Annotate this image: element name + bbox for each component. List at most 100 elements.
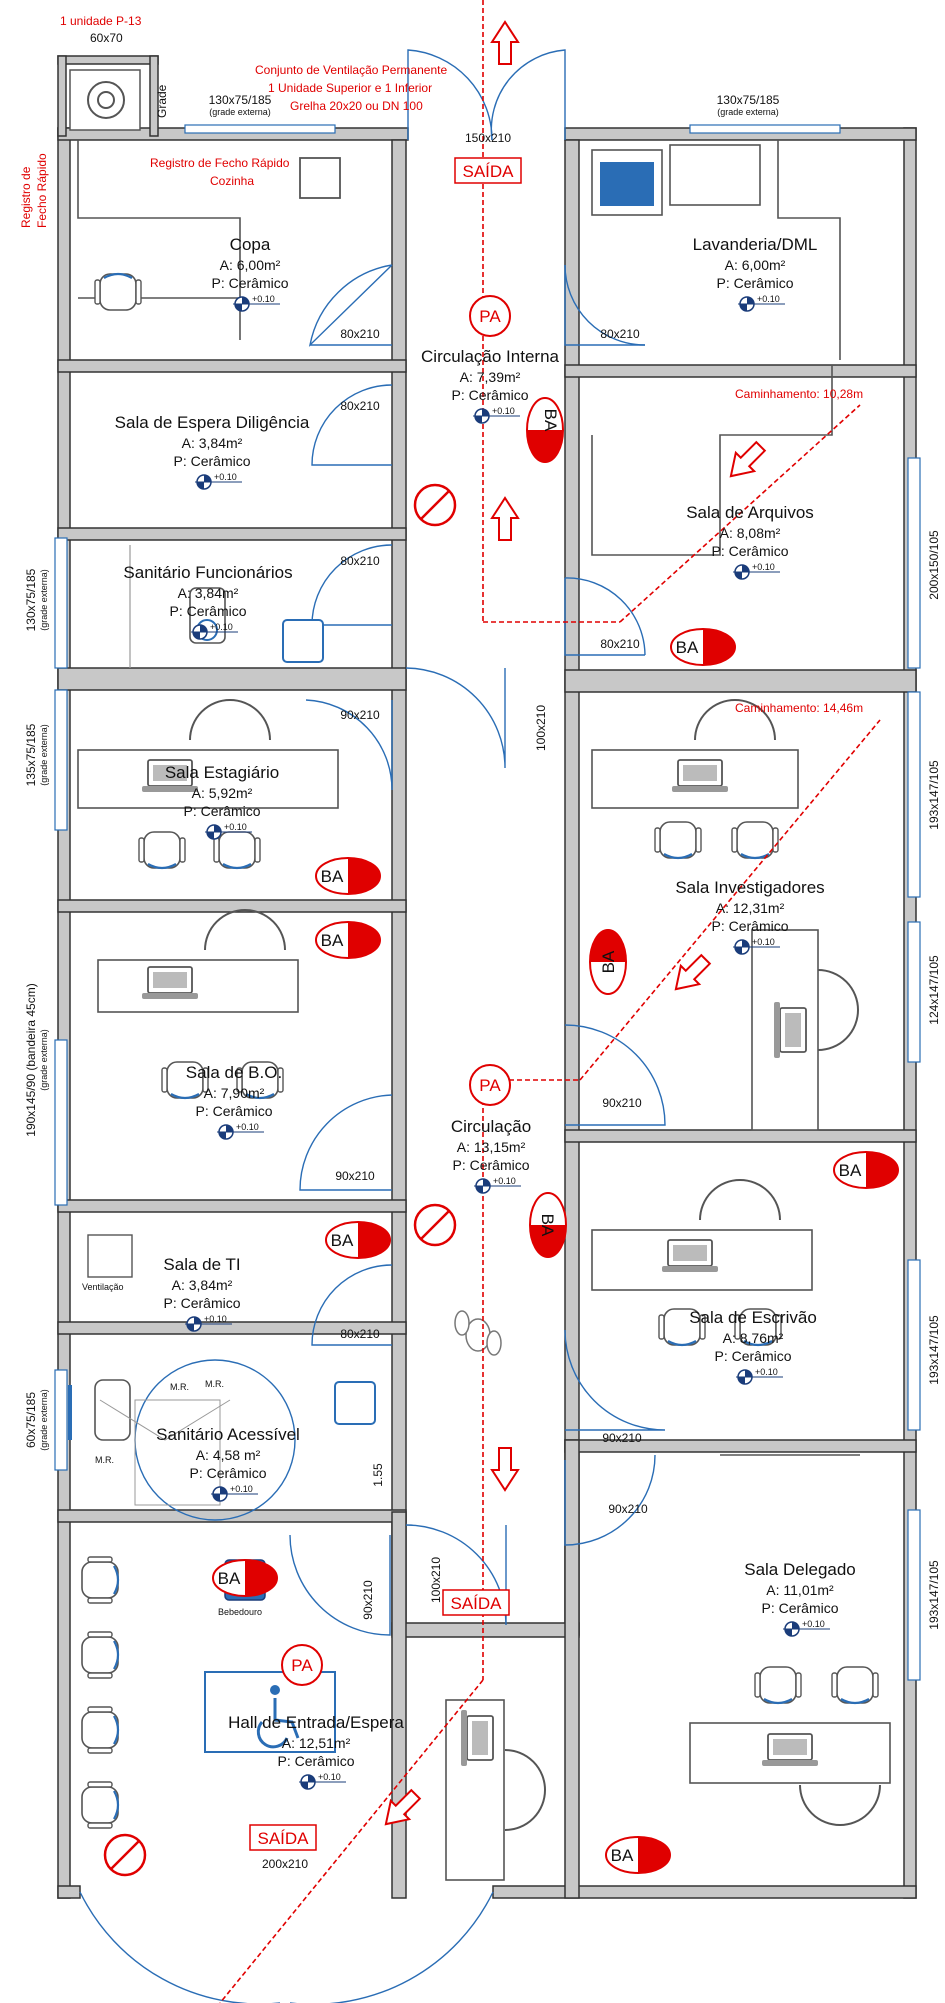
room-circ_interna-floor: P: Cerâmico	[451, 387, 528, 403]
room-bo-name: Sala de B.O.	[186, 1063, 282, 1082]
room-bo-floor: P: Cerâmico	[195, 1103, 272, 1119]
room-delegado-area: A: 11,01m²	[766, 1582, 834, 1598]
room-hall-area: A: 12,51m²	[282, 1735, 351, 1751]
win-arquivos: 200x150/105	[927, 530, 941, 600]
pa-label-3: PA	[291, 1656, 313, 1675]
exit-bottom: SAÍDA	[257, 1829, 309, 1848]
room-circulacao-name: Circulação	[451, 1117, 531, 1136]
top-notes: 1 unidade P-13 60x70 Grade Conjunto de V…	[19, 14, 447, 228]
door-bo: 90x210	[335, 1169, 375, 1183]
ba-label-5: BA	[599, 950, 618, 973]
ba-label-2: BA	[676, 638, 699, 657]
win-lav-sub: (grade externa)	[717, 107, 779, 117]
pa-label-2: PA	[479, 1076, 501, 1095]
furniture	[68, 69, 891, 1881]
vent-line3: Grelha 20x20 ou DN 100	[290, 99, 423, 113]
door-lav: 80x210	[600, 327, 640, 341]
win-investigadores-a: 193x147/105	[927, 760, 941, 830]
room-hall-name: Hall de Entrada/Espera	[228, 1713, 404, 1732]
room-lavanderia-level: +0.10	[757, 294, 780, 304]
room-estagiario-area: A: 5,92m²	[192, 785, 253, 801]
door-copa: 80x210	[340, 327, 380, 341]
room-circulacao-floor: P: Cerâmico	[452, 1157, 529, 1173]
room-copa-area: A: 6,00m²	[220, 257, 281, 273]
door-estagiario: 90x210	[340, 708, 380, 722]
room-investigadores-level: +0.10	[752, 937, 775, 947]
vent-line1: Conjunto de Ventilação Permanente	[255, 63, 447, 77]
win-sanit-func-sub: (grade externa)	[39, 569, 49, 631]
room-copa-level: +0.10	[252, 294, 275, 304]
door-espera: 80x210	[340, 399, 380, 413]
ba-label-1: BA	[541, 409, 560, 432]
room-acessivel-name: Sanitário Acessível	[156, 1425, 300, 1444]
door-ti: 80x210	[340, 1327, 380, 1341]
door-hall-inner: 100x210	[429, 1557, 443, 1603]
exit-top-size: 150x210	[465, 131, 511, 145]
door-arquivos: 80x210	[600, 637, 640, 651]
bebedouro-label: Bebedouro	[218, 1607, 262, 1617]
room-copa-name: Copa	[230, 235, 271, 254]
room-sanit_func-level: +0.10	[210, 622, 233, 632]
room-arquivos-floor: P: Cerâmico	[711, 543, 788, 559]
win-bo-sub: (grade externa)	[39, 1029, 49, 1091]
win-sanit-func: 130x75/185	[24, 568, 38, 631]
room-espera_dil-area: A: 3,84m²	[182, 435, 243, 451]
vent-line2: 1 Unidade Superior e 1 Inferior	[268, 81, 432, 95]
room-circulacao-area: A: 13,15m²	[457, 1139, 526, 1155]
win-acessivel-sub: (grade externa)	[39, 1389, 49, 1451]
room-sanit_func-name: Sanitário Funcionários	[123, 563, 292, 582]
room-escrivao-area: A: 8,76m²	[723, 1330, 784, 1346]
win-copa-sub: (grade externa)	[209, 107, 271, 117]
gas-size: 60x70	[90, 31, 123, 45]
room-espera_dil-name: Sala de Espera Diligência	[115, 413, 310, 432]
exit-middle: SAÍDA	[450, 1594, 502, 1613]
door-corridor-side: 100x210	[534, 705, 548, 751]
room-ti-floor: P: Cerâmico	[163, 1295, 240, 1311]
room-delegado-level: +0.10	[802, 1619, 825, 1629]
room-estagiario-name: Sala Estagiário	[165, 763, 279, 782]
room-arquivos-name: Sala de Arquivos	[686, 503, 814, 522]
mr-label-3: M.R.	[205, 1379, 224, 1389]
door-acessivel: 90x210	[361, 1580, 375, 1620]
room-ti-name: Sala de TI	[163, 1255, 240, 1274]
door-delegado: 90x210	[608, 1502, 648, 1516]
ba-label-4: BA	[321, 931, 344, 950]
room-estagiario-floor: P: Cerâmico	[183, 803, 260, 819]
registro-kitchen-line2: Cozinha	[210, 174, 254, 188]
room-espera_dil-floor: P: Cerâmico	[173, 453, 250, 469]
room-hall-level: +0.10	[318, 1772, 341, 1782]
door-escrivao: 90x210	[602, 1431, 642, 1445]
room-acessivel-floor: P: Cerâmico	[189, 1465, 266, 1481]
wall-height: 1.55	[371, 1463, 385, 1487]
room-investigadores-area: A: 12,31m²	[716, 900, 785, 916]
emergency-symbols	[103, 0, 881, 2003]
room-bo-area: A: 7,90m²	[204, 1085, 265, 1101]
win-escrivao: 193x147/105	[927, 1315, 941, 1385]
room-acessivel-area: A: 4,58 m²	[196, 1447, 261, 1463]
room-circ_interna-name: Circulação Interna	[421, 347, 560, 366]
registro-side-line1: Registro de	[19, 166, 33, 228]
room-hall-floor: P: Cerâmico	[277, 1753, 354, 1769]
win-estagiario: 135x75/185	[24, 723, 38, 786]
room-escrivao-name: Sala de Escrivão	[689, 1308, 817, 1327]
win-estagiario-sub: (grade externa)	[39, 724, 49, 786]
win-bo: 190x145/90 (bandeira 45cm)	[24, 983, 38, 1136]
door-investigadores: 90x210	[602, 1096, 642, 1110]
windows	[54, 124, 921, 1681]
room-copa-floor: P: Cerâmico	[211, 275, 288, 291]
door-labels: 80x210 80x210 80x210 80x210 80x210 90x21…	[335, 327, 648, 1620]
ba-label-10: BA	[611, 1846, 634, 1865]
exit-bottom-size: 200x210	[262, 1857, 308, 1871]
room-circ_interna-level: +0.10	[492, 406, 515, 416]
room-investigadores-name: Sala Investigadores	[675, 878, 824, 897]
doors	[79, 49, 666, 2003]
win-investigadores-b: 124x147/105	[927, 955, 941, 1025]
ba-symbols	[212, 295, 899, 1874]
route-labels: Caminhamento: 10,28m Caminhamento: 14,46…	[735, 387, 863, 715]
symbol-labels: PA PA PA BA BA BA BA BA BA BA BA BA BA M…	[82, 307, 862, 1865]
win-acessivel: 60x75/185	[24, 1392, 38, 1448]
registro-kitchen-line1: Registro de Fecho Rápido	[150, 156, 290, 170]
mr-label-1: M.R.	[170, 1382, 189, 1392]
win-delegado: 193x147/105	[927, 1560, 941, 1630]
